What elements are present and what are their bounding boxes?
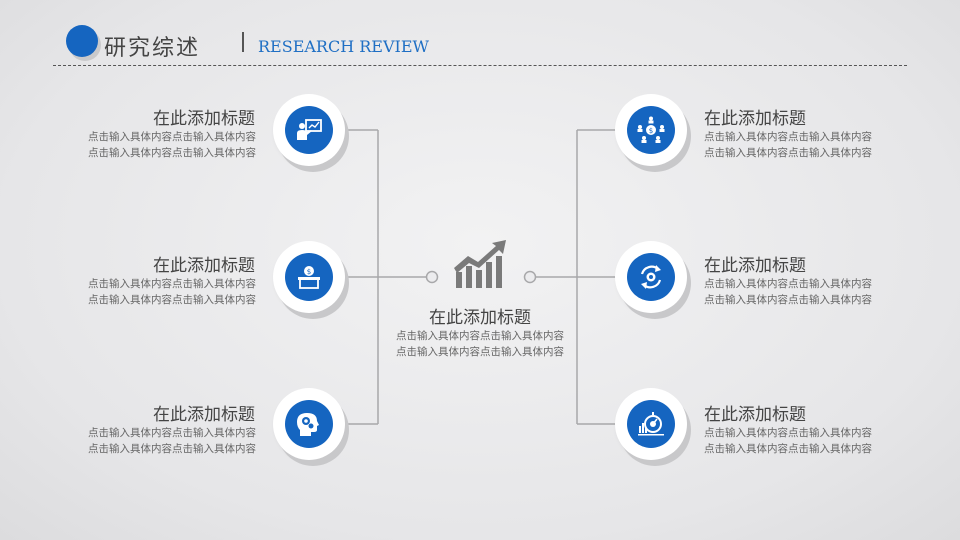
head-gears-icon: [297, 413, 319, 436]
connector-node-left: [425, 270, 439, 284]
center-description: 点击输入具体内容点击输入具体内容点击输入具体内容点击输入具体内容: [396, 330, 564, 358]
page-title: 研究综述: [104, 36, 201, 61]
node-left-1: [276, 97, 342, 163]
right-item-3-title: 在此添加标题: [704, 405, 806, 425]
header-bullet-icon: [66, 25, 98, 57]
node-left-3: [276, 391, 342, 457]
left-item-2-desc: 点击输入具体内容点击输入具体内容点击输入具体内容点击输入具体内容: [88, 278, 256, 306]
node-right-2: [618, 244, 684, 310]
right-item-2-title: 在此添加标题: [704, 256, 806, 276]
left-item-3-title: 在此添加标题: [153, 405, 255, 425]
node-right-3: [618, 391, 684, 457]
team-money-icon: $: [637, 116, 665, 143]
title-divider: [242, 32, 244, 52]
dashboard-icon: [638, 412, 664, 436]
node-left-2: $: [276, 244, 342, 310]
left-item-3-desc: 点击输入具体内容点击输入具体内容点击输入具体内容点击输入具体内容: [88, 427, 256, 455]
center-title: 在此添加标题: [429, 308, 531, 328]
connector-node-right: [523, 270, 537, 284]
presenter-board-icon: [297, 119, 322, 140]
growth-chart-icon: [452, 238, 512, 294]
money-box-icon: $: [298, 266, 320, 289]
cycle-arrows-icon: [640, 265, 662, 289]
svg-text:$: $: [649, 127, 653, 135]
node-right-1: $: [618, 97, 684, 163]
page-subtitle: RESEARCH REVIEW: [258, 37, 429, 56]
right-item-2-desc: 点击输入具体内容点击输入具体内容点击输入具体内容点击输入具体内容: [704, 278, 872, 306]
right-item-1-desc: 点击输入具体内容点击输入具体内容点击输入具体内容点击输入具体内容: [704, 131, 872, 159]
svg-text:$: $: [307, 268, 311, 276]
left-item-2-title: 在此添加标题: [153, 256, 255, 276]
header-dashed-rule: [53, 65, 907, 66]
right-item-1-title: 在此添加标题: [704, 109, 806, 129]
right-item-3-desc: 点击输入具体内容点击输入具体内容点击输入具体内容点击输入具体内容: [704, 427, 872, 455]
left-item-1-desc: 点击输入具体内容点击输入具体内容点击输入具体内容点击输入具体内容: [88, 131, 256, 159]
left-item-1-title: 在此添加标题: [153, 109, 255, 129]
